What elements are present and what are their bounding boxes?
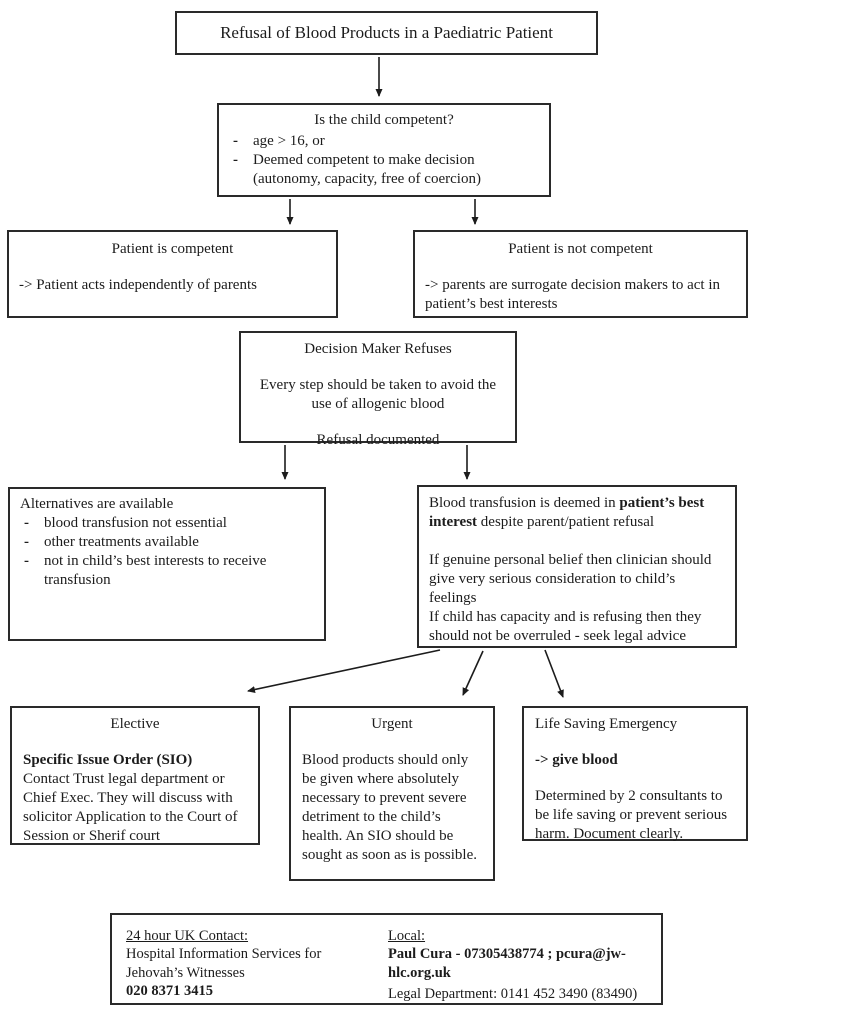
local-legal-department: Legal Department: 0141 452 3490 (83490)	[388, 986, 638, 1003]
contact-local-column: Local: Paul Cura - 07305438774 ; pcura@j…	[388, 927, 658, 1004]
arrow-transfusion-to-urgent	[462, 650, 484, 696]
dash-marker: -	[24, 553, 29, 570]
best-interest-para1: Blood transfusion is deemed in patient’s…	[429, 495, 705, 531]
not-competent-heading: Patient is not competent	[508, 241, 653, 257]
alternatives-heading: Alternatives are available	[20, 496, 174, 512]
elective-sio: Specific Issue Order (SIO)	[23, 752, 193, 769]
emergency-body: Determined by 2 consultants to be life s…	[535, 788, 728, 843]
best-interest-para2: If genuine personal belief then clinicia…	[429, 552, 712, 607]
urgent-body: Blood products should only be given wher…	[302, 752, 478, 864]
question-bullet-1: - age > 16, or	[229, 132, 539, 151]
dash-marker: -	[233, 133, 238, 150]
dash-marker: -	[24, 515, 29, 532]
life-saving-emergency-box: Life Saving Emergency -> give blood Dete…	[522, 706, 748, 843]
refuses-heading: Decision Maker Refuses	[304, 341, 452, 357]
arrow-transfusion-to-emergency	[544, 649, 564, 698]
emergency-heading: Life Saving Emergency	[535, 716, 678, 732]
urgent-heading: Urgent	[371, 716, 413, 732]
patient-competent-box: Patient is competent -> Patient acts ind…	[7, 230, 338, 318]
elective-body: Contact Trust legal department or Chief …	[23, 771, 238, 845]
emergency-give-blood: -> give blood	[535, 752, 618, 769]
question-bullet-2: - Deemed competent to make decision (aut…	[229, 151, 539, 189]
uk-contact-phone: 020 8371 3415	[126, 983, 213, 1000]
patient-not-competent-box: Patient is not competent -> parents are …	[413, 230, 748, 318]
page-title: Refusal of Blood Products in a Paediatri…	[220, 23, 553, 43]
dash-marker: -	[24, 534, 29, 551]
contact-box: 24 hour UK Contact: Hospital Information…	[110, 913, 663, 1005]
contact-uk-column: 24 hour UK Contact: Hospital Information…	[126, 927, 378, 1001]
decision-maker-refuses-box: Decision Maker Refuses Every step should…	[239, 331, 517, 448]
alternatives-bullet-2: - other treatments available	[20, 533, 314, 552]
alternatives-bullet-3: - not in child’s best interests to recei…	[20, 552, 314, 590]
uk-contact-org: Hospital Information Services for Jehova…	[126, 946, 322, 981]
not-competent-body: -> parents are surrogate decision makers…	[425, 277, 721, 313]
alternatives-box: Alternatives are available - blood trans…	[8, 487, 326, 641]
refuses-para: Every step should be taken to avoid the …	[259, 377, 497, 413]
question-heading: Is the child competent?	[314, 112, 454, 128]
title-box: Refusal of Blood Products in a Paediatri…	[175, 11, 598, 55]
arrow-transfusion-to-elective	[247, 649, 441, 693]
best-interest-para3: If child has capacity and is refusing th…	[429, 609, 702, 645]
refuses-documented: Refusal documented	[316, 432, 440, 449]
local-contact-label: Local:	[388, 928, 426, 944]
best-interest-box: Blood transfusion is deemed in patient’s…	[417, 485, 737, 648]
urgent-box: Urgent Blood products should only be giv…	[289, 706, 495, 881]
local-contact-person: Paul Cura - 07305438774 ; pcura@jw-hlc.o…	[388, 946, 626, 981]
best-interest-bold: patient’s best interest	[429, 495, 705, 531]
dash-marker: -	[233, 152, 238, 169]
alternatives-bullet-1: - blood transfusion not essential	[20, 514, 314, 533]
elective-box: Elective Specific Issue Order (SIO) Cont…	[10, 706, 260, 845]
competent-body: -> Patient acts independently of parents	[19, 277, 257, 294]
uk-contact-label: 24 hour UK Contact:	[126, 928, 249, 944]
question-box: Is the child competent? - age > 16, or -…	[217, 103, 551, 197]
elective-heading: Elective	[110, 716, 160, 732]
competent-heading: Patient is competent	[111, 241, 234, 257]
